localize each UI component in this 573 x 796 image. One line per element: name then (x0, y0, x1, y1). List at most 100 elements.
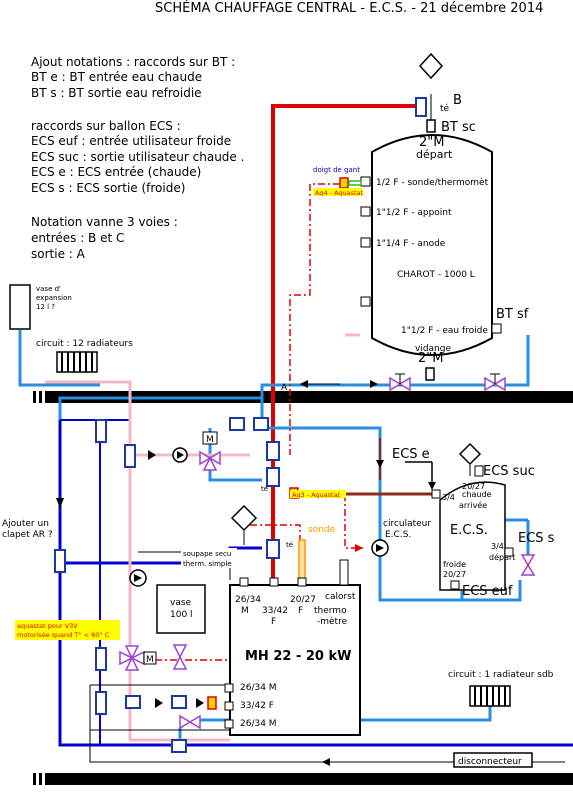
note-line: ECS euf : entrée utilisateur froide (31, 134, 231, 148)
valve-lower-left-2 (95, 691, 107, 715)
ecs-suc-label: ECS suc (483, 464, 535, 479)
valve-lower-left-1 (95, 647, 107, 671)
ecs-hot-role2: arrivée (459, 500, 487, 510)
valve-lower-left-3 (125, 695, 141, 709)
ecs-hot-size: 20/27 (462, 482, 485, 491)
ecs-tank: ECS e ECS suc 20/27 chaude 3/4 arrivée E… (392, 442, 555, 599)
bt-fitting-4 (360, 296, 371, 307)
note-line: entrées : B et C (31, 231, 124, 245)
bt-label-sc: BT sc (441, 120, 476, 135)
ecs-s-valve (520, 554, 536, 576)
aquastat-v3v-label-1: aquastat pour V3V (17, 622, 78, 630)
boiler-name: MH 22 - 20 kW (245, 649, 351, 664)
floor-bar-bottom (30, 773, 573, 785)
check-valve-lower2-icon (196, 698, 204, 708)
check-valve-ecs-icon (376, 460, 384, 468)
boiler-top-label-3: 33/42 (262, 606, 288, 616)
ecs-cold-role: froide (443, 560, 466, 569)
bt-label-B: B (453, 93, 462, 108)
bt-fitting-2 (360, 206, 371, 217)
aquastat-4: doigt de gant Aq4 - Aquastat (313, 166, 364, 197)
note-line: Ajout notations : raccords sur BT : (31, 55, 235, 69)
return-pipe-circuit (18, 330, 100, 387)
bt-top-air-valve-icon (418, 52, 444, 80)
motorized-valve-top: M (199, 431, 221, 471)
aquastat-wire-3 (250, 524, 301, 540)
valve-lower-left-4 (171, 695, 187, 709)
vase-100-label-2: 100 l (170, 610, 193, 620)
flow-arrow-icon (300, 380, 308, 388)
bt-top-size: 2"M (419, 135, 444, 150)
bt-sf-label: BT sf (496, 307, 529, 322)
boiler-side-label-2: 33/42 F (240, 701, 274, 711)
bt-top-fitting (415, 97, 427, 117)
te-label-3: té (286, 541, 293, 549)
aquastat-4-body (339, 177, 349, 189)
ecs-out-fitting (504, 547, 514, 557)
return-pipe-right-bottom (410, 580, 522, 602)
note-line: ECS e : ECS entrée (chaude) (31, 165, 201, 179)
valve-bottom-right (484, 373, 506, 392)
bt-drain-size: 2"M (418, 351, 443, 366)
valve-lower-2 (172, 644, 188, 670)
aquastat-4-probe (348, 180, 362, 186)
disconnecteur-label: disconnecteur (458, 757, 522, 767)
soupape-label: soupape secu (183, 550, 231, 558)
radiator-12-icon (56, 351, 98, 373)
vase-100-label-1: vase (170, 598, 192, 608)
ecs-cold-size: 20/27 (443, 570, 466, 579)
aquastat-v3v-label-2: motorisée quand T° < 60° C (17, 631, 110, 639)
bt-fitting-label-3: 1"1/4 F - anode (376, 239, 446, 249)
disconnecteur: disconnecteur (322, 752, 533, 768)
bt-fitting-3 (360, 237, 371, 248)
aquastat-3: Aq3 - Aquastat (289, 487, 346, 499)
doigt-de-gant-label: doigt de gant (313, 166, 360, 174)
boiler-side-label-3: 26/34 M (240, 719, 277, 729)
check-valve-left-icon (148, 450, 156, 460)
valve-left-2 (124, 444, 136, 468)
bt-drain-fitting (425, 367, 435, 381)
ecs-air-valve-icon (458, 442, 482, 466)
boiler-air-valve-icon (230, 504, 258, 532)
boiler-top-label-4: F (271, 617, 276, 627)
expansion-label-2: expansion (36, 294, 72, 302)
valve-M-label: M (206, 435, 214, 445)
bt-top-fitting-2 (426, 119, 436, 133)
bt-bottom-fitting (491, 323, 502, 334)
bt-drain-label: vidange (415, 344, 451, 354)
three-way-valve-bottom (389, 373, 411, 392)
cold-pipe-main (58, 420, 573, 747)
bt-bottom-fitting-label: 1"1/2 F - eau froide (401, 326, 488, 336)
aquastat-3-label: Aq3 - Aquastat (292, 491, 341, 499)
boiler-top-label-5: 20/27 (290, 595, 316, 605)
red-arrow-icon (355, 544, 363, 552)
ecs-inlet-size: 3/4 (442, 493, 455, 502)
bt-label-te: té (440, 103, 450, 114)
ecs-suc-fitting (474, 465, 484, 477)
flow-arrow-down-icon (56, 498, 64, 508)
page-title: SCHÉMA CHAUFFAGE CENTRAL - E.C.S. - 21 d… (155, 0, 543, 16)
bt-name: CHAROT - 1000 L (397, 270, 475, 280)
boiler-side-label-1: 26/34 M (240, 683, 277, 693)
note-line: BT s : BT sortie eau refroidie (31, 86, 202, 100)
expansion-label-3: 12 l ? (36, 303, 55, 311)
ecs-out-role: départ (489, 552, 515, 562)
check-valve-lower-icon (155, 698, 163, 708)
buffer-tank: B té BT sc 2"M départ 1/2 F - sonde/ther… (360, 52, 529, 381)
ecs-cold-fitting (450, 580, 460, 590)
note-line: BT e : BT entrée eau chaude (31, 70, 202, 84)
valve-riser-3 (266, 441, 280, 461)
ecs-out-size: 3/4 (491, 542, 504, 551)
circuit-12-label: circuit : 12 radiateurs (36, 339, 133, 349)
valve-riser-2 (253, 417, 269, 431)
thermometer-icon (339, 559, 349, 586)
valve-riser-1 (229, 417, 245, 431)
ecs-s-label: ECS s (518, 531, 555, 546)
circulator-label-2: E.C.S. (385, 530, 411, 540)
ecs-name: E.C.S. (450, 523, 488, 538)
bt-fitting-label-1: 1/2 F - sonde/thermomèt (376, 177, 489, 188)
note-line: raccords sur ballon ECS : (31, 119, 181, 133)
te-label-2: té (261, 485, 268, 493)
radiator-sdb-icon (469, 685, 511, 707)
